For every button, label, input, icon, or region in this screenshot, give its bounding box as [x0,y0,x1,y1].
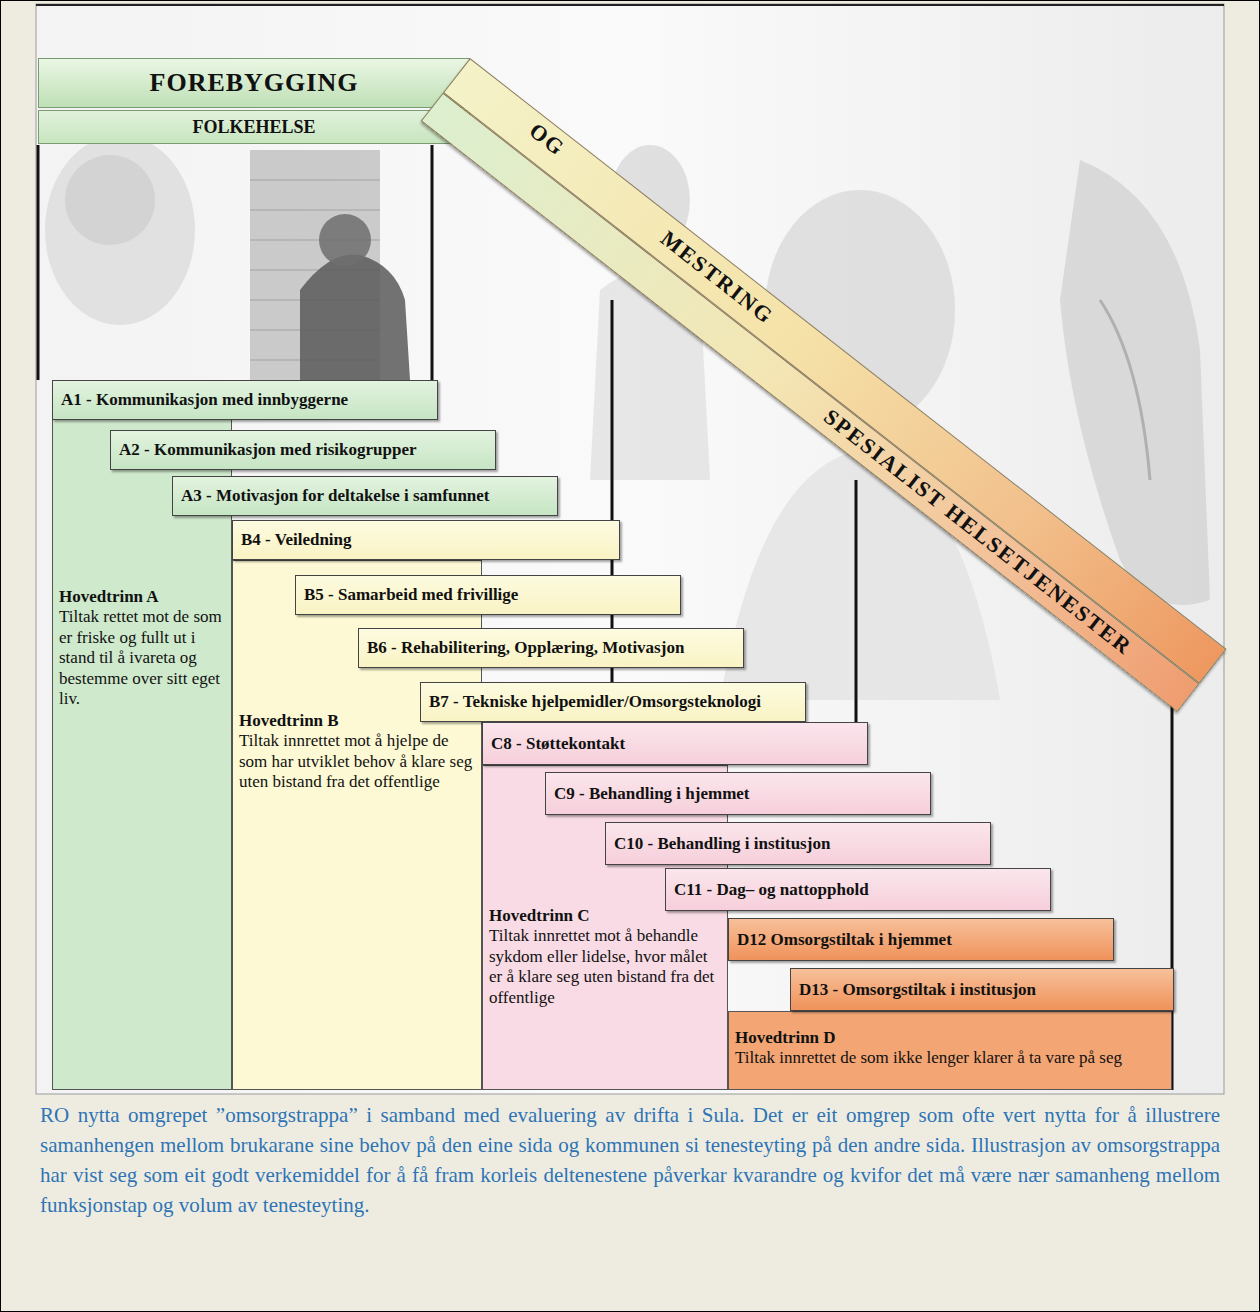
photo-child [300,254,410,380]
stage-body: Tiltak innrettet de som ikke lenger klar… [735,1048,1165,1068]
step-box: D12 Omsorgstiltak i hjemmet [728,918,1114,961]
step-label: A3 - Motivasjon for deltakelse i samfunn… [181,486,490,506]
step-label: A2 - Kommunikasjon med risikogrupper [119,440,417,460]
step-label: D13 - Omsorgstiltak i institusjon [799,980,1036,1000]
step-box: B6 - Rehabilitering, Opplæring, Motivasj… [358,628,744,668]
stage-heading: Hovedtrinn D [735,1028,1165,1048]
step-label: B5 - Samarbeid med frivillige [304,585,518,605]
band-label: FOREBYGGING [150,68,359,98]
step-label: C10 - Behandling i institusjon [614,834,830,854]
stage-column: Hovedtrinn DTiltak innrettet de som ikke… [728,1011,1172,1090]
step-label: B7 - Tekniske hjelpemidler/Omsorgsteknol… [429,692,761,712]
step-box: C10 - Behandling i institusjon [605,822,991,865]
band-label: FOLKEHELSE [192,117,315,138]
stage-column: Hovedtrinn ATiltak rettet mot de som er … [52,418,232,1090]
caption: RO nytta omgrepet ”omsorgstrappa” i samb… [40,1100,1220,1220]
step-label: B6 - Rehabilitering, Opplæring, Motivasj… [367,638,684,658]
step-box: A2 - Kommunikasjon med risikogrupper [110,430,496,470]
step-label: C11 - Dag– og nattopphold [674,880,869,900]
band: FOREBYGGING [38,58,470,108]
step-box: B5 - Samarbeid med frivillige [295,575,681,615]
stage-body: Tiltak rettet mot de som er friske og fu… [59,607,225,709]
top-rule [36,4,1224,6]
photo-frame-line [611,300,614,683]
step-box: B7 - Tekniske hjelpemidler/Omsorgsteknol… [420,682,806,722]
photo-hands-fold [1100,300,1150,480]
step-label: D12 Omsorgstiltak i hjemmet [737,930,952,950]
step-label: C9 - Behandling i hjemmet [554,784,750,804]
step-box: A1 - Kommunikasjon med innbyggerne [52,380,438,420]
step-box: D13 - Omsorgstiltak i institusjon [790,968,1174,1011]
stage-body: Tiltak innrettet mot å behandle sykdom e… [489,926,721,1008]
step-label: B4 - Veiledning [241,530,352,550]
step-label: C8 - Støttekontakt [491,734,625,754]
photo-frame-line [855,480,858,722]
step-box: B4 - Veiledning [232,520,620,560]
step-box: A3 - Motivasjon for deltakelse i samfunn… [172,476,558,516]
photo-frame-line [431,145,434,380]
band: FOLKEHELSE [38,110,470,144]
photo-baby-head [65,155,155,245]
photo-frame-line [37,145,40,380]
stage-heading: Hovedtrinn A [59,587,225,607]
step-box: C11 - Dag– og nattopphold [665,868,1051,911]
photo-child-head [319,214,371,266]
photo-baby [45,135,195,325]
step-box: C9 - Behandling i hjemmet [545,772,931,815]
step-label: A1 - Kommunikasjon med innbyggerne [61,390,348,410]
stage-body: Tiltak innrettet mot å hjelpe de som har… [239,731,475,792]
step-box: C8 - Støttekontakt [482,722,868,765]
